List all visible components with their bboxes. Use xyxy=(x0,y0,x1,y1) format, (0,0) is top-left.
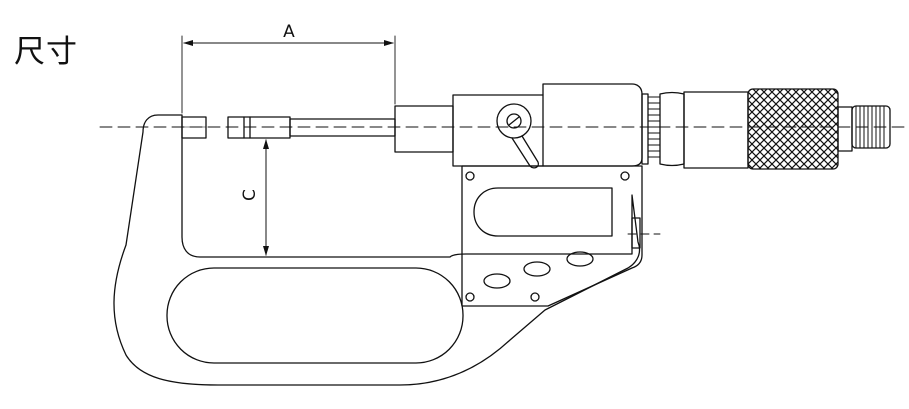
screw-icon xyxy=(530,292,540,302)
micrometer-frame xyxy=(113,114,641,386)
lock-screw-icon xyxy=(506,113,522,129)
screw-icon xyxy=(620,171,630,181)
housing-body xyxy=(452,83,643,167)
thimble-sleeve xyxy=(683,91,749,169)
dimension-c-label: C xyxy=(240,189,260,201)
sleeve-front xyxy=(394,105,454,153)
thimble xyxy=(641,93,649,165)
display-panel xyxy=(461,165,643,307)
ratchet xyxy=(851,105,891,149)
lock-lever xyxy=(511,135,540,169)
lcd-window xyxy=(473,187,613,237)
screw-icon xyxy=(465,292,475,302)
screw-icon xyxy=(465,171,475,181)
thimble-graduations xyxy=(647,96,661,158)
lock-knob xyxy=(496,103,532,139)
dimension-a-label: A xyxy=(283,22,295,42)
spindle xyxy=(227,116,291,139)
side-button xyxy=(631,217,641,249)
button-oval xyxy=(483,273,511,289)
spindle-shaft xyxy=(289,118,396,137)
page-title: 尺寸 xyxy=(14,34,78,70)
knurled-grip xyxy=(747,88,839,170)
button-oval xyxy=(523,261,551,277)
anvil xyxy=(181,116,207,139)
button-oval xyxy=(566,251,594,267)
frame-cutout xyxy=(166,267,464,364)
